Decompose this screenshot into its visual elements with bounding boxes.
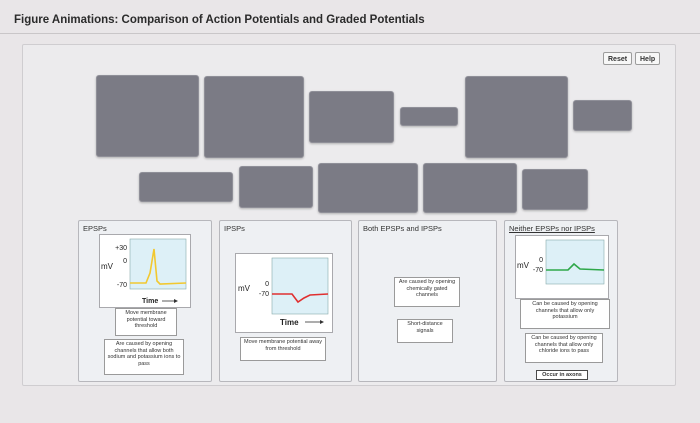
draggable-tile[interactable] <box>204 76 304 158</box>
tick-label: -70 <box>259 291 269 298</box>
answer-card[interactable]: Can be caused by opening channels that a… <box>525 333 603 363</box>
tick-label: 0 <box>123 258 127 265</box>
ipsp-graph[interactable]: 0 -70 mV Time <box>235 253 333 333</box>
axis-unit: mV <box>517 261 530 270</box>
draggable-tile[interactable] <box>400 107 458 126</box>
tick-label: +30 <box>115 245 127 252</box>
arrowhead-icon <box>320 320 324 324</box>
draggable-tile[interactable] <box>465 76 568 158</box>
draggable-tile[interactable] <box>522 169 588 210</box>
answer-card[interactable]: Are caused by opening channels that allo… <box>104 339 184 375</box>
bin-title: IPSPs <box>224 224 245 233</box>
bin-title: Both EPSPs and IPSPs <box>363 224 442 233</box>
epsp-trace <box>130 248 187 285</box>
neither-trace <box>546 262 605 271</box>
answer-card[interactable]: Move membrane potential toward threshold <box>115 308 177 336</box>
graph-plot-area <box>271 257 329 315</box>
bin-both-epsps-and-ipsps[interactable]: Both EPSPs and IPSPs Are caused by openi… <box>358 220 497 382</box>
axis-label: Time <box>142 298 158 305</box>
title-divider <box>0 33 700 34</box>
bin-title: Neither EPSPs nor IPSPs <box>509 224 595 233</box>
graph-plot-area <box>545 239 605 285</box>
arrowhead-icon <box>174 299 178 303</box>
answer-card[interactable]: Are caused by opening chemically gated c… <box>394 277 460 307</box>
page-title: Figure Animations: Comparison of Action … <box>14 14 425 26</box>
draggable-tile[interactable] <box>318 163 418 213</box>
tick-label: 0 <box>265 281 269 288</box>
draggable-tile[interactable] <box>139 172 233 202</box>
graph-plot-area <box>129 238 187 290</box>
tick-label: -70 <box>533 267 543 274</box>
answer-card[interactable]: Occur in axons <box>536 370 588 380</box>
ipsp-trace <box>272 293 329 304</box>
draggable-tile[interactable] <box>96 75 199 157</box>
bin-neither-epsps-nor-ipsps[interactable]: Neither EPSPs nor IPSPs 0 -70 mV Can be … <box>504 220 618 382</box>
draggable-tile[interactable] <box>423 163 517 213</box>
help-button[interactable]: Help <box>635 52 661 65</box>
answer-card[interactable]: Can be caused by opening channels that a… <box>520 299 610 329</box>
tick-label: 0 <box>539 257 543 264</box>
axis-label: Time <box>280 318 299 327</box>
draggable-tile[interactable] <box>309 91 394 143</box>
axis-unit: mV <box>238 284 251 293</box>
draggable-tile[interactable] <box>573 100 632 131</box>
tick-label: -70 <box>117 282 127 289</box>
answer-card[interactable]: Short-distance signals <box>397 319 453 343</box>
axis-unit: mV <box>101 262 114 271</box>
answer-card[interactable]: Move membrane potential away from thresh… <box>240 337 326 361</box>
neither-graph[interactable]: 0 -70 mV <box>515 235 609 299</box>
bin-title: EPSPs <box>83 224 107 233</box>
bin-ipsps[interactable]: IPSPs 0 -70 mV Time Move membrane potent… <box>219 220 352 382</box>
bin-epsps[interactable]: EPSPs +30 0 -70 mV Time Move membrane po… <box>78 220 212 382</box>
draggable-tile[interactable] <box>239 166 313 208</box>
reset-button[interactable]: Reset <box>603 52 633 65</box>
epsp-graph[interactable]: +30 0 -70 mV Time <box>99 234 191 308</box>
